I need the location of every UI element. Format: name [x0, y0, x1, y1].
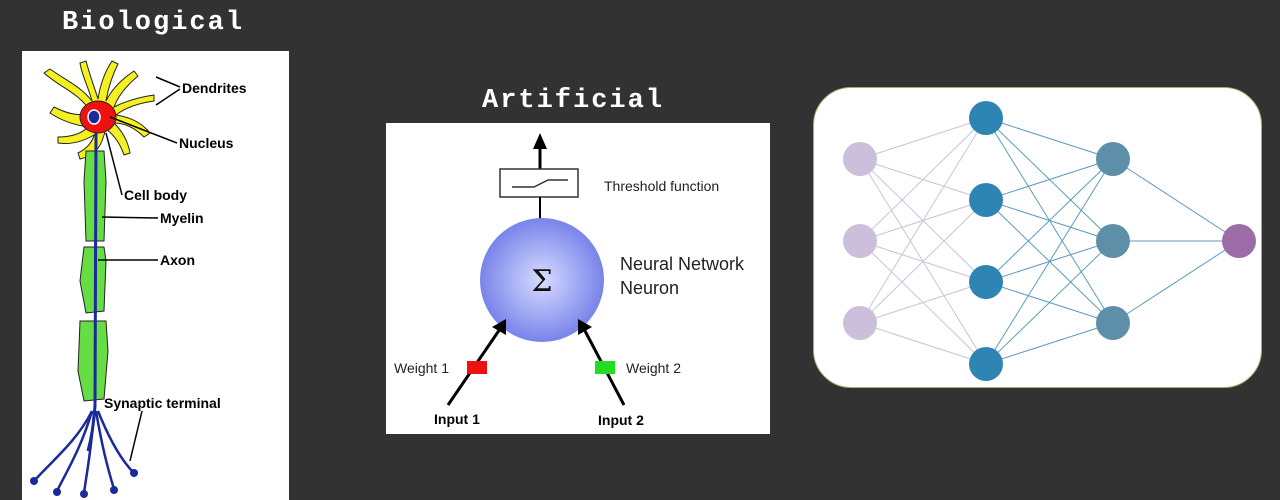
network-edge	[859, 117, 987, 160]
threshold-box	[499, 168, 579, 198]
synaptic-terminal-shape	[33, 410, 135, 494]
neural-network-panel	[813, 87, 1262, 388]
network-edge	[985, 158, 1114, 201]
network-edge	[985, 240, 1114, 365]
nucleus-shape	[87, 109, 101, 125]
hidden2-node	[1096, 306, 1130, 340]
weight1-label: Weight 1	[394, 360, 449, 376]
network-edge	[859, 199, 987, 324]
cell-body-label: Cell body	[124, 187, 187, 203]
artificial-title: Artificial	[482, 86, 665, 116]
nucleus-label: Nucleus	[179, 135, 234, 151]
output-arrow-head	[533, 133, 547, 149]
hidden1-node	[969, 347, 1003, 381]
axon-label: Axon	[160, 252, 195, 268]
artificial-neuron-diagram: Threshold function Σ Neural Network Neur…	[394, 133, 745, 428]
hidden2-node	[1096, 142, 1130, 176]
biological-title: Biological	[62, 8, 245, 38]
artificial-neuron-panel: Threshold function Σ Neural Network Neur…	[386, 123, 770, 434]
hidden2-node	[1096, 224, 1130, 258]
input-node	[843, 142, 877, 176]
network-edge	[1112, 240, 1240, 324]
myelin-label: Myelin	[160, 210, 204, 226]
network-edge	[1112, 158, 1240, 242]
weight2-box	[595, 361, 615, 374]
network-edge	[985, 158, 1114, 283]
myelin-sheath	[77, 150, 109, 402]
network-edge	[859, 117, 987, 242]
weight2-label: Weight 2	[626, 360, 681, 376]
network-edge	[985, 117, 1114, 160]
input-node	[843, 224, 877, 258]
network-edge	[985, 322, 1114, 365]
neuron-circle	[480, 218, 604, 342]
input-node	[843, 306, 877, 340]
neuron-label: Neural Network	[620, 254, 745, 274]
neural-network-diagram	[843, 101, 1256, 381]
terminal-bulbs	[30, 469, 138, 498]
input2-arrow-head	[578, 319, 592, 335]
threshold-label: Threshold function	[604, 178, 719, 194]
input1-arrow-head	[492, 319, 506, 335]
biological-neuron-diagram: Dendrites Nucleus Cell body Myelin Axon …	[30, 60, 247, 498]
network-edge	[859, 117, 987, 324]
synaptic-terminal-label: Synaptic terminal	[104, 395, 221, 411]
network-edge	[859, 281, 987, 324]
hidden1-node	[969, 183, 1003, 217]
biological-neuron-panel: Dendrites Nucleus Cell body Myelin Axon …	[22, 51, 289, 500]
neuron-label-line2: Neuron	[620, 278, 679, 298]
label-pointers	[98, 76, 181, 462]
network-edge	[985, 158, 1114, 365]
network-connections	[859, 117, 1240, 365]
input2-label: Input 2	[598, 412, 644, 428]
hidden1-node	[969, 265, 1003, 299]
dendrites-label: Dendrites	[182, 80, 247, 96]
output-node	[1222, 224, 1256, 258]
threshold-curve	[512, 179, 568, 188]
input1-label: Input 1	[434, 411, 480, 427]
hidden1-node	[969, 101, 1003, 135]
weight1-box	[467, 361, 487, 374]
network-edge	[859, 322, 987, 365]
network-nodes	[843, 101, 1256, 381]
sigma-symbol: Σ	[531, 264, 552, 299]
